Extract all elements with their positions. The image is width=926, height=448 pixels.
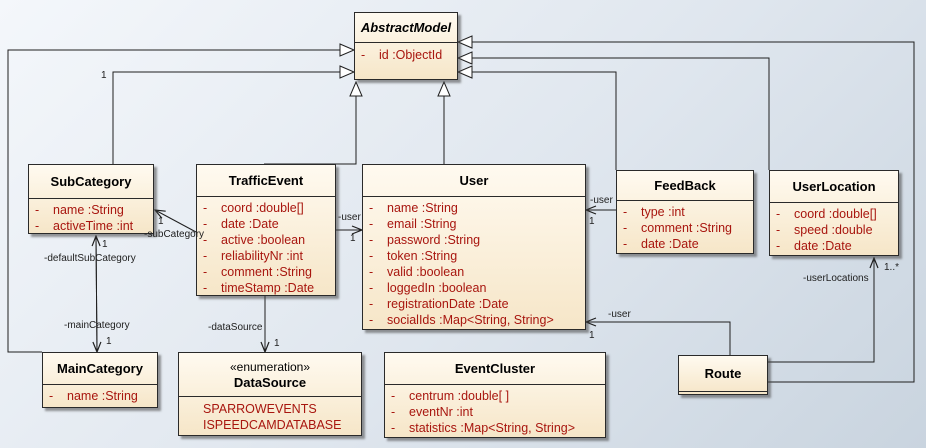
enum-literal: ISPEEDCAMDATABASE (203, 418, 342, 432)
assoc-main-sub (96, 236, 97, 353)
class-abstract-model[interactable]: AbstractModel id :ObjectId (354, 12, 458, 80)
class-user[interactable]: User name :String email :String password… (362, 164, 586, 330)
attribute: reliabilityNr :int (197, 248, 335, 264)
label-route-user-mult: 1 (589, 330, 595, 341)
attribute-list: type :int comment :String date :Date (617, 201, 753, 254)
attribute-list: name :String (43, 385, 157, 406)
generalization-feedback (458, 72, 617, 170)
label-subcategory-mult: 1 (158, 216, 164, 227)
attribute: date :Date (197, 216, 335, 232)
label-subcategory-role: -subCategory (144, 229, 205, 240)
attribute-list: name :String activeTime :int (29, 199, 153, 236)
label-feedback-user-role: -user (590, 195, 613, 206)
class-traffic-event[interactable]: TrafficEvent coord :double[] date :Date … (196, 164, 336, 296)
attribute: statistics :Map<String, String> (385, 420, 605, 436)
label-maincategory-mult-top: 1 (101, 70, 107, 81)
attribute-list: id :ObjectId (355, 43, 457, 65)
attribute: loggedIn :boolean (363, 280, 585, 296)
attribute: socialIds :Map<String, String> (363, 312, 585, 328)
attribute: name :String (43, 388, 157, 404)
class-main-category[interactable]: MainCategory name :String (42, 352, 158, 408)
class-title: UserLocation (770, 171, 898, 203)
attribute: coord :double[] (197, 200, 335, 216)
assoc-route-userlocation (768, 258, 874, 363)
enum-data-source[interactable]: «enumeration» DataSource SPARROWEVENTS I… (178, 352, 362, 436)
stereotype-label: «enumeration» (229, 360, 311, 374)
class-title: TrafficEvent (197, 165, 335, 197)
generalization-route (458, 42, 915, 383)
attribute-list: coord :double[] date :Date active :boole… (197, 197, 335, 298)
attribute: token :String (363, 248, 585, 264)
class-title: «enumeration» DataSource (179, 353, 361, 397)
label-feedback-user-mult: 1 (589, 216, 595, 227)
attribute: password :String (363, 232, 585, 248)
attribute: registrationDate :Date (363, 296, 585, 312)
enum-name: DataSource (233, 375, 307, 390)
class-title: AbstractModel (355, 13, 457, 43)
class-user-location[interactable]: UserLocation coord :double[] speed :doub… (769, 170, 899, 256)
attribute: comment :String (197, 264, 335, 280)
label-datasource-mult: 1 (274, 338, 280, 349)
label-default-subcategory-role: -defaultSubCategory (44, 253, 136, 264)
attribute: email :String (363, 216, 585, 232)
label-maincategory-role: -mainCategory (64, 320, 130, 331)
attribute: speed :double (770, 222, 898, 238)
class-route[interactable]: Route (678, 355, 768, 395)
attribute: name :String (29, 202, 153, 218)
label-userlocations-role: -userLocations (803, 273, 869, 284)
attribute: timeStamp :Date (197, 280, 335, 296)
generalization-subcategory (112, 72, 354, 164)
attribute: activeTime :int (29, 218, 153, 234)
attribute: date :Date (617, 236, 753, 252)
class-title: MainCategory (43, 353, 157, 385)
label-datasource-role: -dataSource (208, 322, 263, 333)
assoc-trafficevent-subcategory (155, 210, 197, 233)
attribute: comment :String (617, 220, 753, 236)
attribute: id :ObjectId (355, 47, 457, 63)
literal-list: SPARROWEVENTS ISPEEDCAMDATABASE (179, 397, 361, 435)
label-traffic-user-role: -user (338, 212, 361, 223)
class-title: Route (679, 356, 767, 392)
generalization-maincategory (7, 50, 354, 353)
generalization-userlocation (458, 58, 770, 170)
label-route-user-role: -user (608, 309, 631, 320)
label-maincategory-mult: 1 (106, 336, 112, 347)
attribute: valid :boolean (363, 264, 585, 280)
attribute: name :String (363, 200, 585, 216)
attribute-list: coord :double[] speed :double date :Date (770, 203, 898, 256)
class-title: SubCategory (29, 165, 153, 199)
attribute: eventNr :int (385, 404, 605, 420)
class-sub-category[interactable]: SubCategory name :String activeTime :int (28, 164, 154, 234)
class-title: EventCluster (385, 353, 605, 385)
generalization-trafficevent (264, 82, 356, 165)
enum-literal: SPARROWEVENTS (203, 402, 317, 416)
attribute: coord :double[] (770, 206, 898, 222)
assoc-route-user (586, 322, 731, 355)
label-traffic-user-mult: 1 (350, 233, 356, 244)
attribute-list: name :String email :String password :Str… (363, 197, 585, 330)
class-title: User (363, 165, 585, 197)
class-title: FeedBack (617, 171, 753, 201)
label-default-subcategory-mult: 1 (102, 239, 108, 250)
attribute-list: centrum :double[ ] eventNr :int statisti… (385, 385, 605, 438)
attribute: active :boolean (197, 232, 335, 248)
label-userlocations-mult: 1..* (884, 262, 900, 273)
class-feedback[interactable]: FeedBack type :int comment :String date … (616, 170, 754, 254)
attribute: type :int (617, 204, 753, 220)
attribute: centrum :double[ ] (385, 388, 605, 404)
class-event-cluster[interactable]: EventCluster centrum :double[ ] eventNr … (384, 352, 606, 438)
attribute: date :Date (770, 238, 898, 254)
